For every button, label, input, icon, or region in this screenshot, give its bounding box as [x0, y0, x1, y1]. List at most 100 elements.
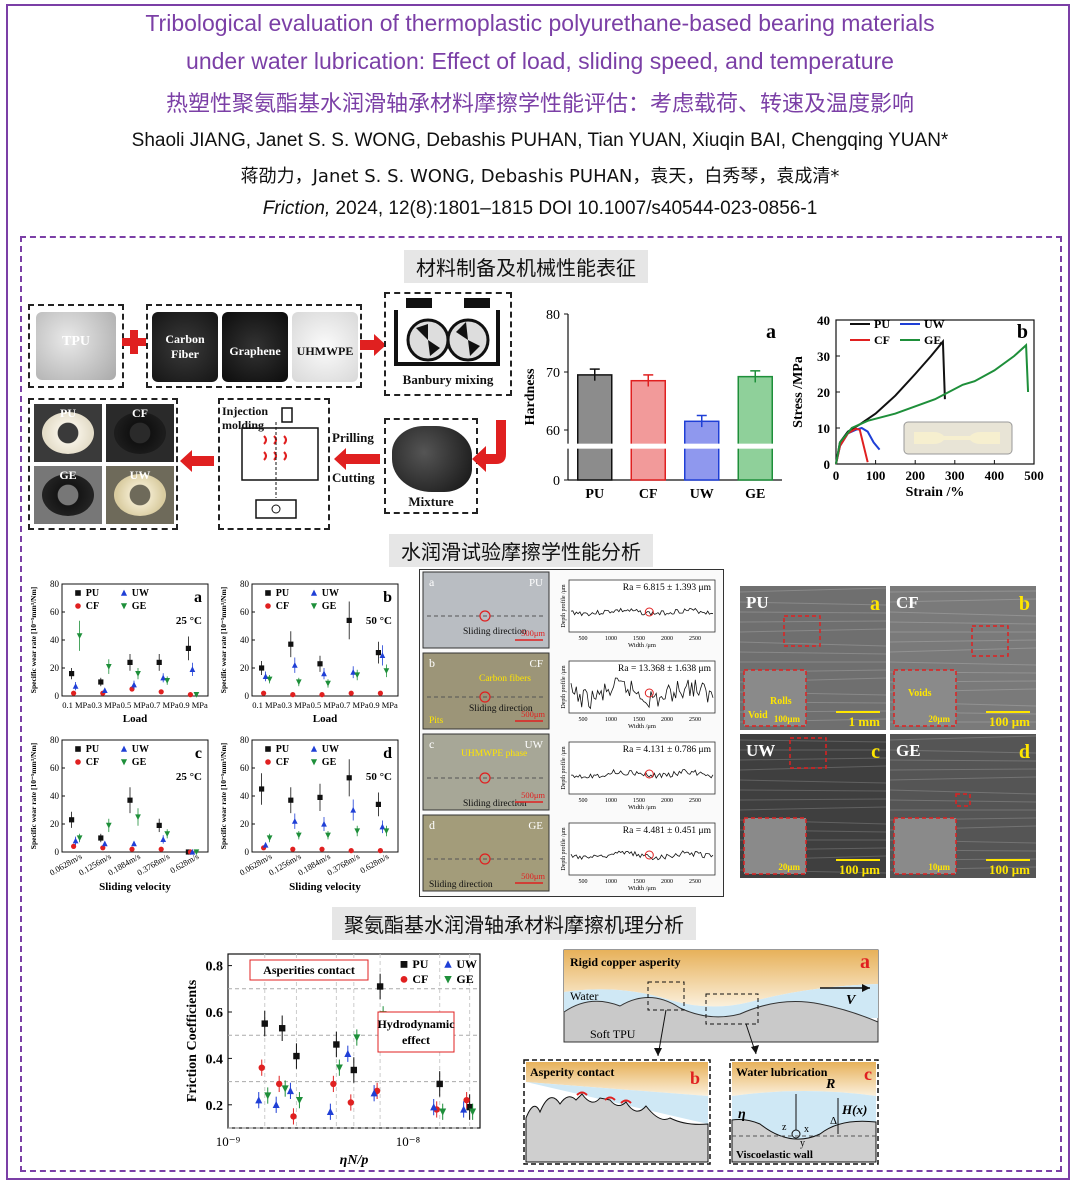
point-CF-0 — [261, 690, 267, 696]
profile-curve-UW — [571, 768, 714, 779]
point-GE-4 — [353, 1034, 361, 1042]
x-tick-label: 0.7 MPa — [150, 700, 179, 710]
banbury-mixer-icon — [394, 298, 500, 366]
tpu-c — [731, 1119, 877, 1163]
point-CF-4 — [347, 1099, 355, 1106]
x-tick-label: 10⁻⁹ — [216, 1134, 241, 1149]
panel-label-b: b — [690, 1068, 700, 1088]
y-tick-label: 80 — [50, 579, 60, 589]
sem-texture — [889, 735, 1037, 741]
point-UW-1 — [101, 840, 108, 847]
profile-x-tick: 1500 — [633, 798, 645, 804]
profile-x-tick: 2000 — [661, 798, 673, 804]
sem-texture — [889, 776, 1037, 781]
axis-z-label: z — [782, 1122, 787, 1133]
profile-curve-CF — [570, 677, 714, 710]
legend-label-UW: UW — [456, 957, 477, 971]
authors-cn: 蒋劭力，Janet S. S. WONG, Debashis PUHAN，袁天，… — [240, 166, 840, 187]
mixture-photo — [392, 426, 472, 492]
point-GE-2 — [325, 680, 331, 687]
axis-y-label: y — [800, 1138, 805, 1149]
panel-label: b — [383, 589, 392, 606]
carbon-fiber-photo — [152, 312, 218, 382]
legend-label-UW: UW — [924, 317, 945, 331]
point-PU-3 — [346, 617, 352, 623]
zoom-arrow-c — [751, 1045, 759, 1054]
temperature-label: 50 °C — [366, 615, 392, 627]
sem-texture — [889, 621, 1037, 625]
point-UW-4 — [189, 666, 196, 672]
sem-scale-label: 100 μm — [989, 862, 1030, 877]
point-PU-0 — [259, 665, 265, 671]
roughness-label-CF: Ra = 13.368 ± 1.638 μm — [618, 664, 712, 674]
point-PU-3 — [333, 1041, 340, 1048]
legend-label-CF: CF — [874, 333, 890, 347]
micrograph-label-PU: a — [429, 575, 435, 589]
section-header-2: 水润滑试验摩擦学性能分析 — [389, 534, 653, 567]
sem-inset-scale: 100μm — [774, 714, 801, 724]
profile-x-label: Width /μm — [628, 804, 656, 811]
point-GE-4 — [383, 828, 390, 835]
contact-mark-0 — [576, 1091, 588, 1096]
sem-texture — [889, 639, 1037, 643]
point-CF-2 — [319, 846, 325, 852]
scale-label: 500μm — [521, 628, 545, 638]
legend-marker-PU — [75, 590, 81, 596]
point-PU-3 — [156, 822, 162, 828]
point-GE-1 — [295, 679, 302, 686]
x-axis-label: Sliding velocity — [99, 881, 171, 893]
point-GE-3 — [335, 1064, 343, 1072]
sample-ge-label: GE — [59, 468, 77, 482]
point-CF-4 — [187, 692, 193, 698]
legend-marker-PU — [75, 746, 81, 752]
origin-mark — [791, 1129, 801, 1139]
panel-label-a: a — [860, 951, 870, 973]
micrograph-GE — [422, 814, 550, 892]
point-CF-2 — [290, 1113, 297, 1120]
y-tick-label: 60 — [546, 424, 560, 439]
sem-texture — [740, 779, 887, 784]
legend-label-CF: CF — [276, 757, 289, 768]
profile-curve-marker — [644, 850, 654, 860]
point-CF-3 — [158, 689, 164, 695]
point-CF-7 — [463, 1096, 470, 1104]
legend-label-GE: GE — [322, 757, 337, 768]
point-PU-1 — [288, 641, 294, 647]
point-CF-3 — [158, 846, 164, 852]
panel-label: a — [766, 321, 776, 343]
point-UW-0 — [72, 683, 79, 689]
sem-sample-label-CF: CF — [896, 593, 919, 612]
x-axis-label: Load — [313, 713, 337, 725]
point-GE-2 — [135, 671, 141, 677]
point-GE-1 — [295, 832, 302, 839]
y-tick-label: 80 — [546, 308, 560, 323]
point-GE-2 — [135, 814, 141, 821]
legend-marker-UW — [310, 589, 318, 596]
wear-vel-25-chart: 0204060800.0628m/s0.1256m/s0.1884m/s0.37… — [29, 735, 209, 893]
banbury-box: Banbury mixing — [384, 292, 512, 396]
legend-marker-UW — [120, 589, 128, 596]
profile-x-tick: 2000 — [661, 636, 673, 642]
copper-b — [526, 1062, 708, 1096]
legend-label-GE: GE — [924, 333, 941, 347]
y-tick-label: 0.2 — [206, 1099, 224, 1114]
sem-texture — [740, 739, 887, 743]
panel-label-c: c — [864, 1064, 872, 1084]
axis-x-label: x — [804, 1124, 809, 1135]
profile-curve-marker — [644, 607, 654, 617]
sem-inset-scale: 20μm — [928, 714, 950, 724]
citation: Friction, 2024, 12(8):1801–1815 DOI 10.1… — [0, 198, 1080, 220]
point-UW-2 — [286, 1087, 294, 1095]
sem-zoom-box — [789, 737, 827, 769]
point-PU-7 — [466, 1103, 473, 1111]
sem-texture — [889, 590, 1037, 593]
sem-panel-label: c — [871, 741, 880, 763]
bar-PU — [577, 374, 613, 481]
sem-scale-label: 100 μm — [839, 862, 880, 877]
point-PU-2 — [317, 661, 323, 667]
y-tick-label: 30 — [817, 349, 830, 364]
sem-texture — [740, 628, 887, 633]
